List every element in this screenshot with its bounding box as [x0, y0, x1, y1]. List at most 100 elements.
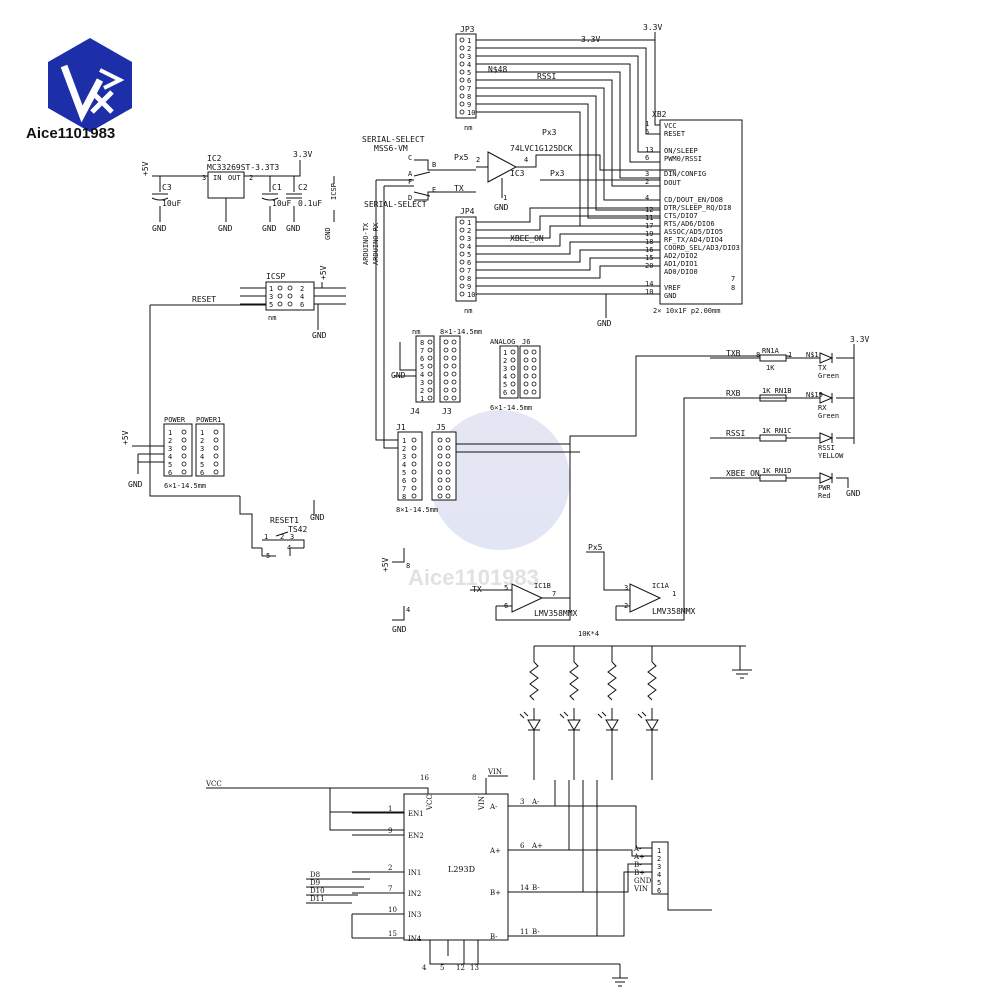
l293d-gnd-wires — [429, 940, 621, 978]
buffer-pin2: 2 — [476, 156, 480, 164]
j4-pin-marker — [427, 371, 433, 377]
j3-pin-marker — [443, 363, 449, 369]
led-net-label: RXB — [726, 389, 741, 398]
reset-ref: RESET1 — [270, 516, 299, 525]
led-net-label: XBEE_ON — [726, 469, 760, 478]
ic1b-ref: IC1B — [534, 582, 551, 590]
jp4-pin-label: 5 — [467, 251, 471, 259]
motor-connector-net: B- — [634, 861, 642, 869]
j4-pin-marker — [427, 379, 433, 385]
j1-pin-label: 5 — [402, 469, 406, 477]
motor-connector-pin: 4 — [657, 871, 661, 879]
serial-select-part: MSS6-VM — [374, 144, 408, 153]
j1-pin-marker — [411, 493, 417, 499]
xb2-pin-number: 6 — [645, 154, 649, 162]
ic1a-triangle — [629, 583, 662, 613]
motor-pullups: 10K*4 — [519, 630, 752, 780]
reg-pin-out: OUT — [228, 174, 241, 182]
j5-pin-marker — [445, 485, 451, 491]
net-ns48: N$48 — [488, 65, 507, 74]
xb2-pin-number: 12 — [645, 206, 653, 214]
j6-pin-marker — [531, 365, 537, 371]
serial-select-switch: SERIAL-SELECT MSS6-VM SERIAL-SELECT C B … — [362, 135, 476, 262]
motor-connector-net: GND — [634, 877, 652, 885]
l293d-right-pin-number: 14 — [520, 884, 529, 892]
l293d-digital-label: D9 — [310, 879, 320, 887]
power1-pin-marker — [213, 453, 219, 459]
j1-pin-marker — [411, 477, 417, 483]
led-net-label: TXB — [726, 349, 741, 358]
reset-pin4: 4 — [287, 544, 291, 552]
l293d-right-net-label: B- — [532, 884, 540, 892]
reg-gnd-2: GND — [218, 224, 233, 233]
icsp-pin-marker — [277, 293, 283, 299]
j4-pin-marker — [427, 355, 433, 361]
j3-pin-marker — [451, 379, 457, 385]
power-pin-marker — [181, 429, 187, 435]
l293d-section: VCC VIN L293D 16 8 VCC VIN 1EN19EN22IN17… — [205, 768, 652, 987]
xb2-pin-name: AD2/DIO2 — [664, 252, 698, 260]
jp4-pin-label: 7 — [467, 267, 471, 275]
xb2-pin-name: CD/DOUT_EN/DO8 — [664, 196, 723, 204]
reset-gnd: GND — [310, 513, 325, 522]
jp3-pin-marker — [459, 109, 465, 115]
opamp-pin8: 8 — [406, 562, 410, 570]
power-pin-marker — [181, 445, 187, 451]
motor-connector-tail — [667, 894, 712, 911]
power1-pin-label: 3 — [200, 445, 204, 453]
jp3-pin-marker — [459, 37, 465, 43]
jp4-pin-marker — [459, 227, 465, 233]
pullup-resistor-icon — [529, 661, 539, 701]
led-resistor-label: RN1A — [762, 347, 780, 355]
power-pin-marker — [181, 461, 187, 467]
power1-pin-marker — [213, 469, 219, 475]
xb2-pin-number: 13 — [645, 146, 653, 154]
reset-part: TS42 — [288, 525, 307, 534]
power-pin-label: 2 — [168, 437, 172, 445]
power1-pin-label: 6 — [200, 469, 204, 477]
xb2-pin-number: 2 — [645, 178, 649, 186]
power-pin-label: 6 — [168, 469, 172, 477]
ic1b-triangle — [511, 583, 544, 613]
pullup-led-icon — [645, 719, 659, 731]
led-resistor — [759, 434, 787, 442]
pullup-led-rays-icon — [559, 711, 569, 719]
xb2-pin-number: 10 — [645, 288, 653, 296]
reset-button: RESET1 TS42 1 2 3 4 5 GND — [239, 496, 325, 560]
xb2-ref: XB2 — [652, 110, 667, 119]
reg-icsp: ICSP — [330, 183, 338, 200]
j1-pin-marker — [411, 461, 417, 467]
brand-logo: Aice1101983 — [26, 38, 132, 142]
j5-pin-marker — [445, 453, 451, 459]
power-plus5: +5V — [121, 430, 130, 445]
j4-gnd: GND — [391, 371, 406, 380]
icsp-pin-marker — [287, 301, 293, 307]
jp3-pin-marker — [459, 93, 465, 99]
opamp-gnd: GND — [392, 625, 407, 634]
led-resistor-label: 1K RN1C — [762, 427, 792, 435]
jp4-pin-label: 2 — [467, 227, 471, 235]
jp3-body — [455, 33, 477, 119]
icsp-wires — [240, 282, 346, 330]
xb2-right-pin-8: 8 — [731, 284, 735, 292]
xb2-module: XB2 VCCRESETON/SLEEPPWM0/RSSIDIN/CONFIGD… — [645, 110, 743, 315]
l293d-pin8: 8 — [472, 774, 476, 782]
l293d-right-to-connector — [597, 871, 652, 937]
arduino-tx-label: ARDUINO-TX — [362, 222, 370, 265]
jp4-pin-marker — [459, 259, 465, 265]
xb2-pin-number: 14 — [645, 280, 653, 288]
xb2-pin-name: GND — [664, 292, 677, 300]
reg-c3-val: 10uF — [162, 199, 181, 208]
j3-pin-marker — [443, 379, 449, 385]
jp4-pin-marker — [459, 243, 465, 249]
j1-pin-label: 6 — [402, 477, 406, 485]
j4-pin-label: 5 — [420, 363, 424, 371]
j3-pin-marker — [443, 347, 449, 353]
l293d-right-net-label: A- — [531, 798, 540, 806]
l293d-right-to-connector — [583, 863, 652, 893]
l293d-left-pin-name: IN3 — [408, 911, 421, 919]
reg-c2-symbol — [286, 193, 302, 199]
motor-vin-net: VIN — [487, 768, 502, 776]
